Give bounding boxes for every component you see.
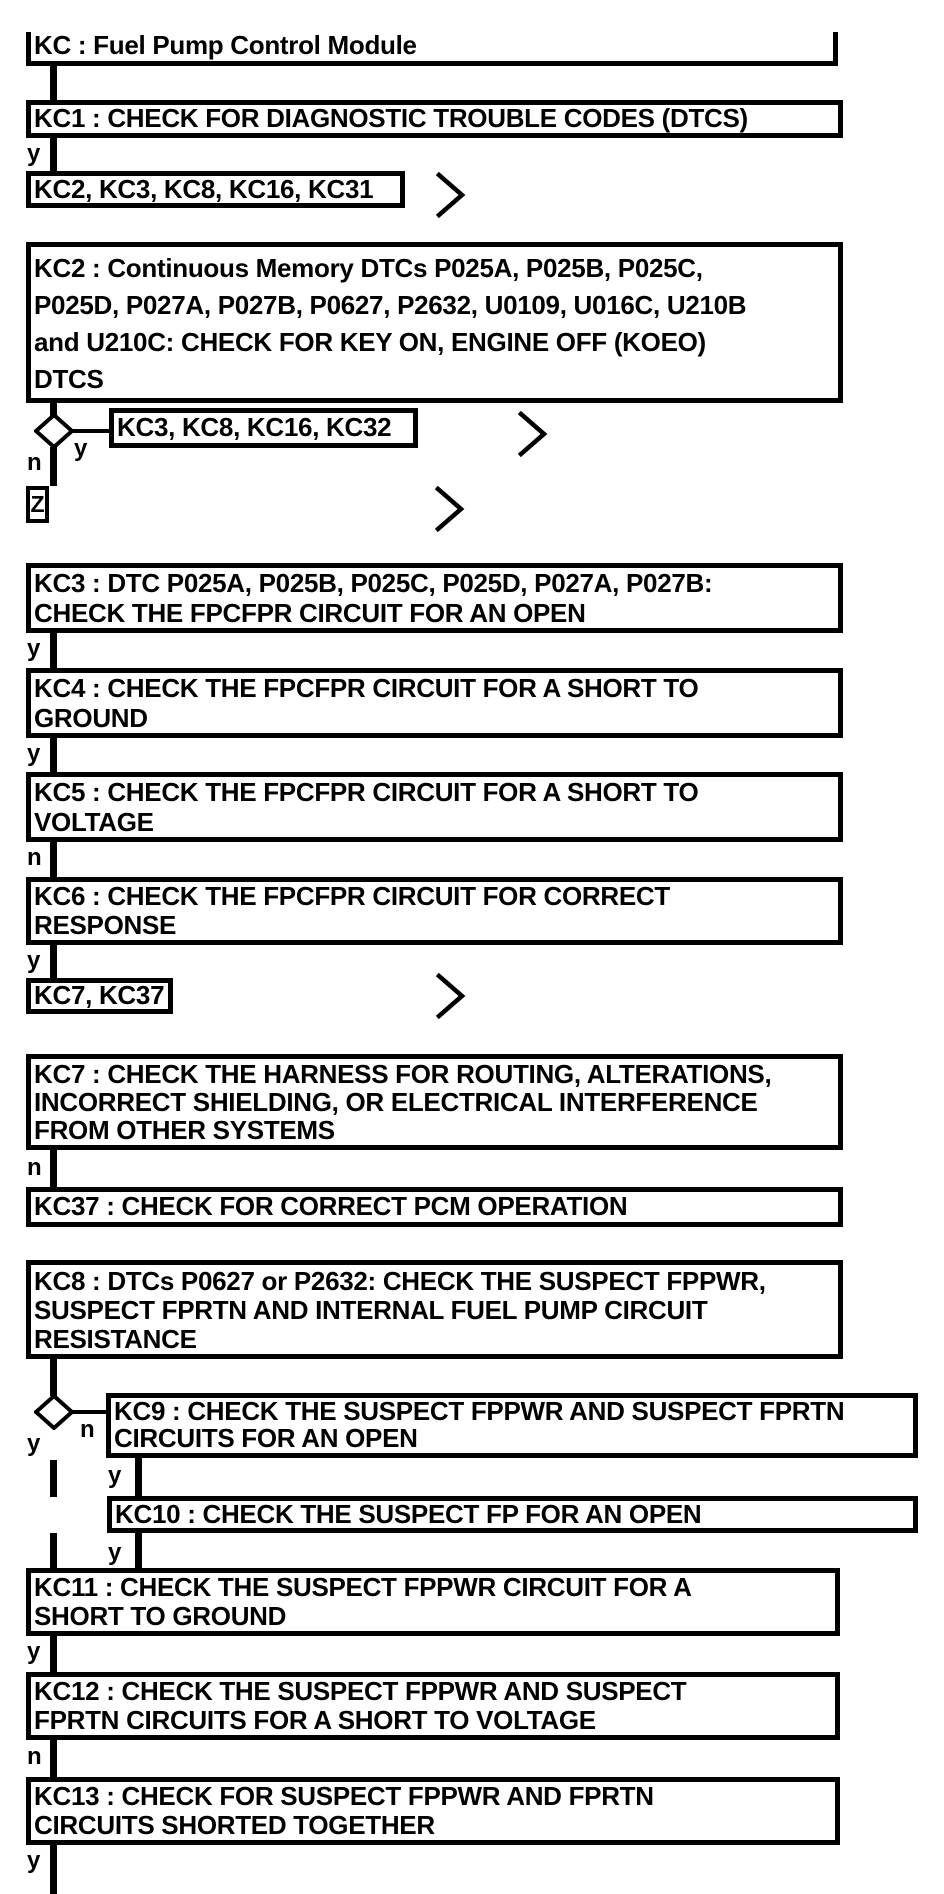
connector-kc12-kc13 <box>50 1740 57 1777</box>
connector-kc-kc1 <box>50 66 57 100</box>
connector-diamond2-dash <box>50 1460 57 1497</box>
branch-label-y-kc11: y <box>27 1638 41 1665</box>
connector-kc7-kc37 <box>50 1150 57 1187</box>
connector-kc2-diamond <box>50 403 57 416</box>
connector-kc13-down <box>50 1845 57 1894</box>
connector-kc1-down <box>50 138 57 171</box>
node-text-line: GROUND <box>34 703 148 733</box>
branch-label-y-kc10: y <box>108 1539 122 1566</box>
branch-label-n-diamond1: n <box>27 449 42 476</box>
branch-label-n-kc12: n <box>27 1743 42 1770</box>
diamond-decision-icon <box>34 1394 74 1430</box>
node-text-line: RESISTANCE <box>34 1324 197 1354</box>
node-text-line: and U210C: CHECK FOR KEY ON, ENGINE OFF … <box>34 327 706 357</box>
node-text-line: KC8 : DTCs P0627 or P2632: CHECK THE SUS… <box>34 1266 766 1296</box>
node-text-line: SHORT TO GROUND <box>34 1601 287 1631</box>
node-kc10: KC10 : CHECK THE SUSPECT FP FOR AN OPEN <box>107 1496 918 1533</box>
branch-label-n-kc5: n <box>27 844 42 871</box>
node-kc5: KC5 : CHECK THE FPCFPR CIRCUIT FOR A SHO… <box>26 772 843 842</box>
offpage-connector-z: Z <box>26 486 49 523</box>
node-text-line: KC2 : Continuous Memory DTCs P025A, P025… <box>34 253 703 283</box>
branch-label-y-diamond2: y <box>27 1430 41 1457</box>
ref-box-kc1-targets: KC2, KC3, KC8, KC16, KC31 <box>26 171 405 208</box>
ref-box-kc6-targets: KC7, KC37 <box>26 978 173 1014</box>
node-text-line: CIRCUITS SHORTED TOGETHER <box>34 1810 435 1840</box>
node-text-line: FPRTN CIRCUITS FOR A SHORT TO VOLTAGE <box>34 1705 596 1735</box>
node-text-line: KC9 : CHECK THE SUSPECT FPPWR AND SUSPEC… <box>114 1396 845 1426</box>
chevron-right-icon <box>436 172 466 218</box>
connector-diamond2-right <box>72 1410 106 1414</box>
diamond-decision-icon <box>34 413 74 449</box>
connector-diamond2-dash <box>50 1533 57 1568</box>
branch-label-y-kc3: y <box>27 635 41 662</box>
connector-kc9-kc10 <box>135 1458 142 1497</box>
connector-kc11-kc12 <box>50 1636 57 1672</box>
node-text-line: KC3 : DTC P025A, P025B, P025C, P025D, P0… <box>34 568 713 598</box>
branch-label-y-kc4: y <box>27 740 41 767</box>
node-kc12: KC12 : CHECK THE SUSPECT FPPWR AND SUSPE… <box>26 1672 840 1740</box>
node-text-line: CHECK THE FPCFPR CIRCUIT FOR AN OPEN <box>34 598 586 628</box>
node-kc-title: KC : Fuel Pump Control Module <box>26 32 838 66</box>
chevron-right-icon <box>435 486 465 532</box>
connector-kc5-kc6 <box>50 842 57 877</box>
connector-kc4-kc5 <box>50 738 57 772</box>
connector-diamond1-z <box>50 447 57 486</box>
branch-label-n-kc7: n <box>27 1154 42 1181</box>
chevron-right-icon <box>518 411 548 457</box>
node-kc11: KC11 : CHECK THE SUSPECT FPPWR CIRCUIT F… <box>26 1568 840 1636</box>
branch-label-y-kc6: y <box>27 947 41 974</box>
node-kc37: KC37 : CHECK FOR CORRECT PCM OPERATION <box>26 1187 843 1227</box>
node-text-line: CIRCUITS FOR AN OPEN <box>114 1423 418 1453</box>
node-text-line: RESPONSE <box>34 910 177 940</box>
branch-label-n-diamond2: n <box>80 1416 95 1443</box>
node-text-line: KC12 : CHECK THE SUSPECT FPPWR AND SUSPE… <box>34 1676 687 1706</box>
node-text-line: KC11 : CHECK THE SUSPECT FPPWR CIRCUIT F… <box>34 1572 692 1602</box>
connector-kc8-diamond <box>50 1359 57 1396</box>
branch-label-y-kc1: y <box>27 140 41 167</box>
node-kc9: KC9 : CHECK THE SUSPECT FPPWR AND SUSPEC… <box>106 1393 918 1458</box>
node-kc7: KC7 : CHECK THE HARNESS FOR ROUTING, ALT… <box>26 1054 843 1150</box>
node-kc1: KC1 : CHECK FOR DIAGNOSTIC TROUBLE CODES… <box>26 100 843 138</box>
node-text-line: VOLTAGE <box>34 807 154 837</box>
connector-kc3-kc4 <box>50 633 57 668</box>
connector-kc10-kc11 <box>135 1533 142 1568</box>
chevron-right-icon <box>436 973 466 1019</box>
node-text-line: KC4 : CHECK THE FPCFPR CIRCUIT FOR A SHO… <box>34 673 699 703</box>
node-kc2: KC2 : Continuous Memory DTCs P025A, P025… <box>26 242 843 403</box>
node-kc3: KC3 : DTC P025A, P025B, P025C, P025D, P0… <box>26 563 843 633</box>
node-text-line: KC13 : CHECK FOR SUSPECT FPPWR AND FPRTN <box>34 1781 654 1811</box>
node-text-line: P025D, P027A, P027B, P0627, P2632, U0109… <box>34 290 747 320</box>
connector-kc6-down <box>50 945 57 978</box>
node-text-line: FROM OTHER SYSTEMS <box>34 1115 335 1145</box>
branch-label-y-kc9: y <box>108 1462 122 1489</box>
node-text-line: KC6 : CHECK THE FPCFPR CIRCUIT FOR CORRE… <box>34 881 670 911</box>
node-kc13: KC13 : CHECK FOR SUSPECT FPPWR AND FPRTN… <box>26 1777 840 1845</box>
ref-box-kc2-targets: KC3, KC8, KC16, KC32 <box>109 408 418 448</box>
node-text-line: KC5 : CHECK THE FPCFPR CIRCUIT FOR A SHO… <box>34 777 699 807</box>
node-text-line: KC7 : CHECK THE HARNESS FOR ROUTING, ALT… <box>34 1059 772 1089</box>
node-text-line: DTCS <box>34 364 104 394</box>
connector-diamond1-right <box>72 429 110 433</box>
branch-label-y-kc13: y <box>27 1847 41 1874</box>
node-kc6: KC6 : CHECK THE FPCFPR CIRCUIT FOR CORRE… <box>26 877 843 945</box>
node-kc8: KC8 : DTCs P0627 or P2632: CHECK THE SUS… <box>26 1260 843 1359</box>
node-kc4: KC4 : CHECK THE FPCFPR CIRCUIT FOR A SHO… <box>26 668 843 738</box>
node-text-line: SUSPECT FPRTN AND INTERNAL FUEL PUMP CIR… <box>34 1295 708 1325</box>
branch-label-y-diamond1: y <box>74 435 88 462</box>
node-text-line: INCORRECT SHIELDING, OR ELECTRICAL INTER… <box>34 1087 758 1117</box>
